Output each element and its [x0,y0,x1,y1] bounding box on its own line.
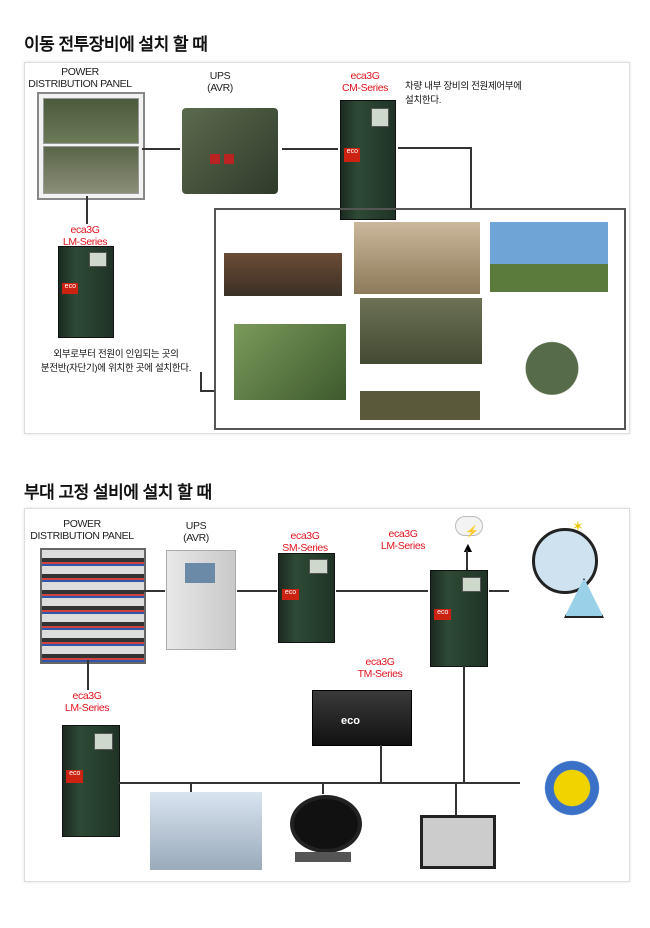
communication-tower-image [520,740,624,860]
ups-cabinet-image [166,550,236,650]
distribution-panel-image [40,548,146,664]
field-case-image [234,324,346,400]
ups-label-2: UPS(AVR) [183,520,209,544]
combat-equipment-box [214,208,626,430]
power-distribution-panel-image [37,92,145,200]
military-truck-image [354,222,480,294]
eca3g-tm-series-rack: eco [312,690,412,746]
armored-vehicle-image [360,372,480,420]
ups-avr-image [182,108,278,194]
arrow-up-icon: ▲ [461,539,475,555]
eca3g-cm-series-unit: eco [340,100,396,220]
eca3g-sm-series-unit: eco [278,553,335,643]
section2-title: 부대 고정 설비에 설치 할 때 [24,483,212,502]
radar-base [295,852,351,862]
satellite-dish-image: ✶ [512,518,624,630]
cloud-lightning-icon: ⚡ [455,516,483,538]
eca3g-lm-series-unit: eco [58,246,114,338]
tank-image [224,224,342,296]
shelter-image [360,298,482,364]
operator-console-image [150,792,262,870]
ups-label: UPS(AVR) [207,70,233,94]
eca3g-lm-series-unit-3: eco [62,725,120,837]
trailer-generator-image [492,306,612,410]
antenna-vehicle-image [490,222,608,292]
eca3g-lm-series-unit-2: eco [430,570,488,667]
radar-display-image [290,795,362,853]
monitor-image [420,815,496,869]
section1-title: 이동 전투장비에 설치 할 때 [24,35,208,54]
